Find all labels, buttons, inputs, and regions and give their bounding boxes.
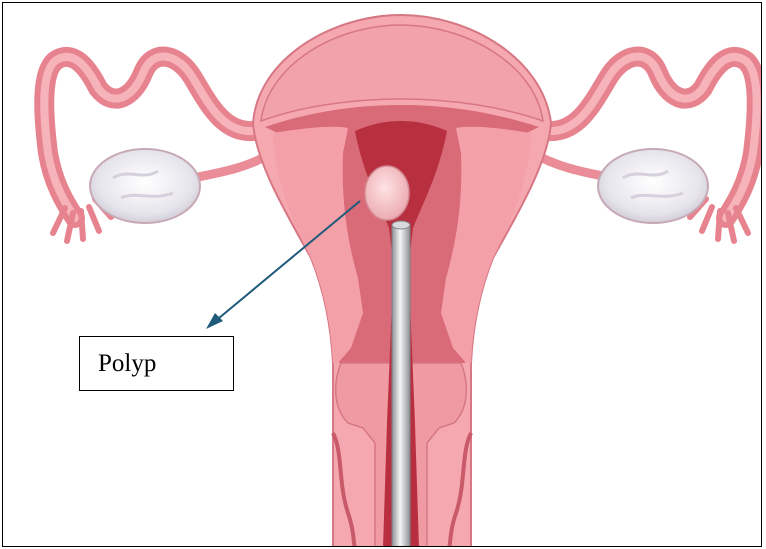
uterus-illustration — [3, 3, 762, 547]
hysteroscope-tip — [392, 221, 410, 229]
right-ovary — [598, 149, 708, 223]
polyp-label-text: Polyp — [98, 350, 156, 378]
hysteroscope-rod — [392, 225, 410, 547]
polyp-label: Polyp — [79, 336, 234, 391]
left-ovarian-ligament — [193, 153, 271, 178]
pointer-arrowhead — [206, 313, 223, 329]
polyp — [365, 166, 409, 220]
left-ovary — [90, 149, 200, 223]
